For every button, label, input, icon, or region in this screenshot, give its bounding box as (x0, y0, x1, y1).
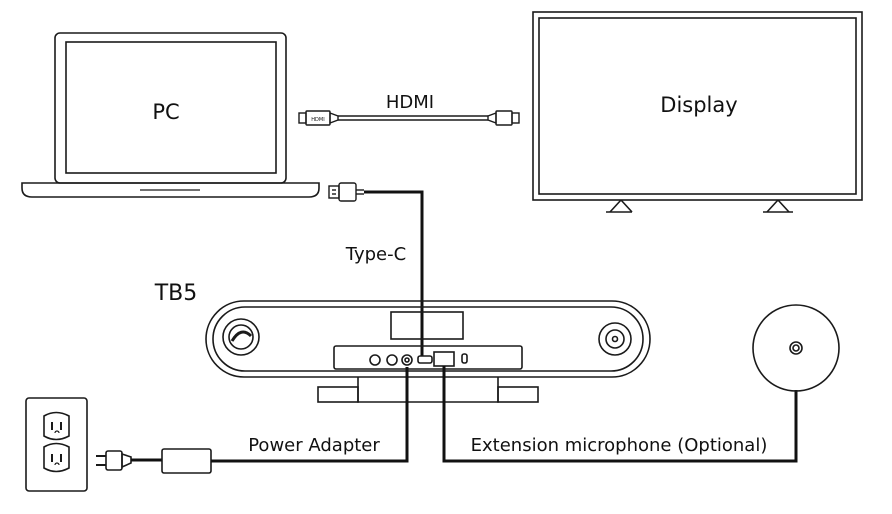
mic-cable (442, 366, 798, 463)
hdmi-cable-icon (298, 110, 520, 126)
power-dc-cable (211, 367, 409, 463)
hdmi-label: HDMI (386, 92, 434, 113)
power-adapter-icon (161, 448, 212, 474)
power-adapter-label: Power Adapter (248, 435, 380, 456)
laptop-icon (21, 32, 320, 198)
power-plug-icon (96, 450, 132, 471)
type-c-cable (364, 190, 424, 356)
hdmi-plug-text: HDMI (311, 117, 324, 123)
pc-label: PC (152, 100, 179, 124)
display-label: Display (660, 93, 737, 117)
usb-plug-icon (328, 182, 364, 202)
type-c-label: Type-C (345, 244, 406, 265)
microphone-puck-icon (752, 304, 840, 392)
wall-outlet-icon (25, 397, 88, 492)
monitor-icon (532, 11, 863, 213)
soundbar-device-icon (205, 300, 651, 403)
device-label: TB5 (154, 281, 198, 306)
extension-mic-label: Extension microphone (Optional) (471, 435, 768, 456)
